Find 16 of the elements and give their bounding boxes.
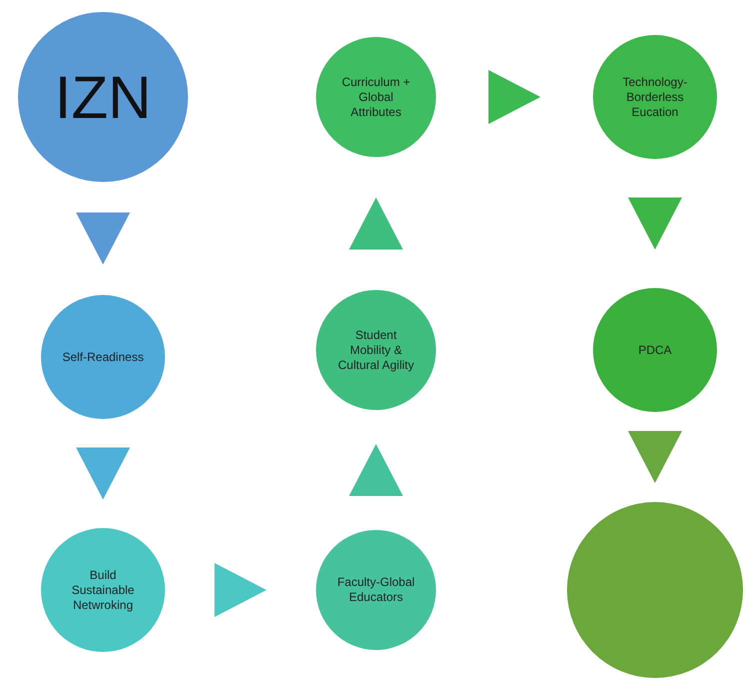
node-label: PDCA — [638, 342, 672, 358]
arrow — [628, 431, 682, 483]
arrow — [349, 444, 403, 496]
node-label: Faculty-Global Educators — [336, 575, 416, 605]
arrow — [76, 448, 130, 500]
arrow — [628, 198, 682, 250]
node-label: Student Mobility & Cultural Agility — [336, 328, 416, 372]
node-label: Technology-Borderless Eucation — [622, 74, 688, 120]
node-label: IZN — [54, 62, 152, 132]
node-label: Self-Readiness — [62, 350, 144, 364]
arrow — [488, 70, 540, 124]
node-label: Curriculum + Global Attributes — [340, 74, 412, 120]
node-label: Build Sustainable Netwroking — [70, 568, 136, 612]
arrow — [349, 198, 403, 250]
arrow — [214, 563, 266, 617]
arrow — [76, 212, 130, 264]
